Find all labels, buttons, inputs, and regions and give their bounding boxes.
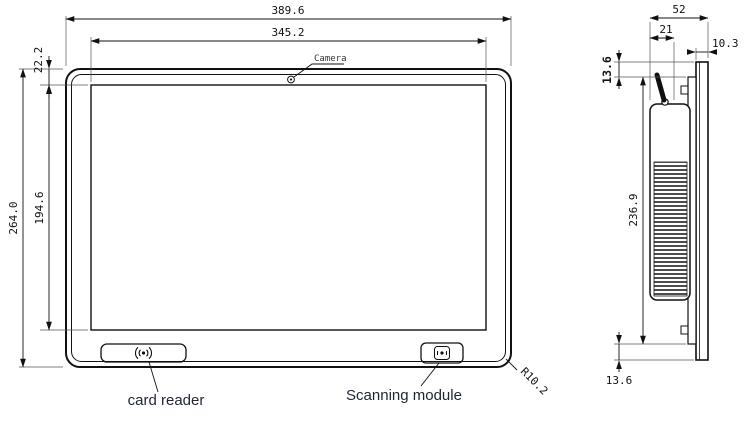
dim-side-module-depth: 21 bbox=[659, 23, 672, 36]
side-view bbox=[649, 61, 709, 361]
dim-side-module-height: 236.9 bbox=[627, 193, 640, 226]
camera-leader-line bbox=[293, 63, 344, 78]
dim-side-top-offset: 13.6 bbox=[600, 56, 614, 84]
dim-side-bottom-offset: 13.6 bbox=[606, 374, 633, 387]
scanning-module-label: Scanning module bbox=[346, 387, 462, 404]
corner-radius-label: R10.2 bbox=[518, 365, 551, 398]
dim-side-panel-thickness: 10.3 bbox=[712, 37, 739, 50]
scanner-icon bbox=[434, 346, 450, 360]
camera-label: Camera bbox=[314, 54, 347, 64]
antenna-icon bbox=[654, 72, 667, 103]
corner-radius-leader-line bbox=[505, 358, 518, 371]
dim-front-width-outer: 389.6 bbox=[271, 4, 304, 17]
front-dimensions: 389.6 345.2 264.0 194.6 22.2 bbox=[7, 4, 512, 368]
scanning-module-leader-line bbox=[420, 362, 440, 387]
contactless-icon bbox=[134, 346, 153, 360]
mount-tab-top bbox=[680, 85, 689, 95]
mount-tab-bottom bbox=[680, 325, 689, 335]
card-reader-label: card reader bbox=[128, 392, 205, 409]
panel-side-profile bbox=[695, 61, 709, 361]
side-extension-lines bbox=[614, 22, 709, 361]
dim-front-width-screen: 345.2 bbox=[271, 26, 304, 39]
heatsink-fins bbox=[653, 161, 688, 297]
card-reader-leader-line bbox=[148, 361, 159, 393]
camera-icon bbox=[287, 75, 295, 84]
device-outline bbox=[65, 68, 512, 368]
dim-front-bezel-top: 22.2 bbox=[32, 47, 45, 74]
card-reader-slot bbox=[100, 343, 187, 363]
device-bezel-inner-line bbox=[71, 74, 506, 362]
scanning-module-slot bbox=[420, 342, 464, 364]
front-view: Camera card reader Scanning module R10.2 bbox=[65, 54, 551, 409]
dim-front-screen-height: 194.6 bbox=[33, 191, 46, 224]
camera-lens-dot bbox=[289, 78, 293, 81]
side-dimensions: 52 21 10.3 13.6 236.9 13.6 bbox=[600, 3, 739, 387]
dim-side-depth-total: 52 bbox=[672, 3, 685, 16]
screen bbox=[90, 84, 487, 331]
dim-front-height-outer: 264.0 bbox=[7, 201, 20, 234]
